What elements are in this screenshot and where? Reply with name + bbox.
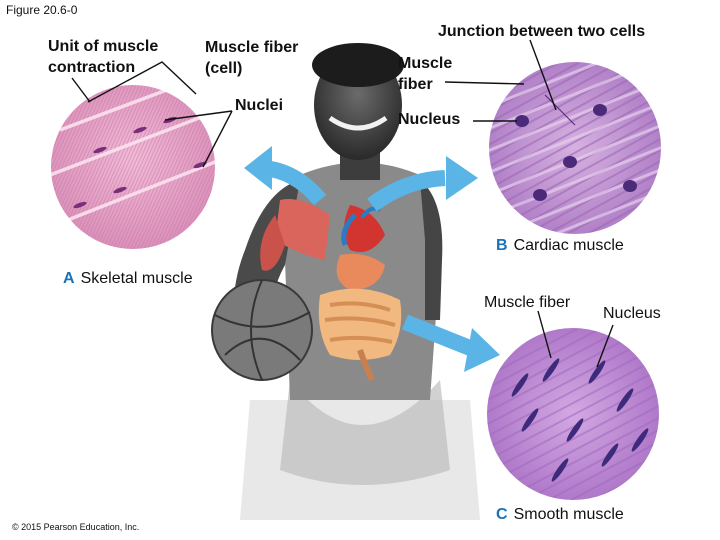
caption-skeletal: A Skeletal muscle <box>63 270 193 288</box>
label-cardiac-nucleus: Nucleus <box>398 111 461 128</box>
figure-title: Figure 20.6-0 <box>6 3 78 17</box>
label-nuclei: Nuclei <box>235 97 284 114</box>
caption-skeletal-name: Skeletal muscle <box>80 270 193 287</box>
caption-cardiac-name: Cardiac muscle <box>513 237 624 254</box>
copyright-notice: © 2015 Pearson Education, Inc. <box>12 522 140 532</box>
cardiac-micrograph <box>487 60 663 236</box>
caption-smooth: C Smooth muscle <box>496 506 624 524</box>
leader-lines <box>71 39 614 368</box>
organs-overlay <box>260 199 402 382</box>
caption-letter-c: C <box>496 506 508 523</box>
arrow-to-cardiac <box>367 156 478 212</box>
label-unit-of-contraction: Unit of muscle contraction <box>48 38 159 76</box>
label-cardiac-fiber: Muscle fiber <box>398 55 453 93</box>
label-skeletal-fiber: Muscle fiber (cell) <box>205 39 299 77</box>
label-junction: Junction between two cells <box>438 23 646 40</box>
caption-letter-b: B <box>496 237 508 254</box>
arrow-to-smooth <box>402 314 500 372</box>
caption-letter-a: A <box>63 270 75 287</box>
caption-cardiac: B Cardiac muscle <box>496 237 624 255</box>
label-smooth-fiber: Muscle fiber <box>484 294 571 311</box>
caption-smooth-name: Smooth muscle <box>513 506 624 523</box>
label-smooth-nucleus: Nucleus <box>603 305 661 322</box>
arrow-to-skeletal <box>244 146 327 206</box>
